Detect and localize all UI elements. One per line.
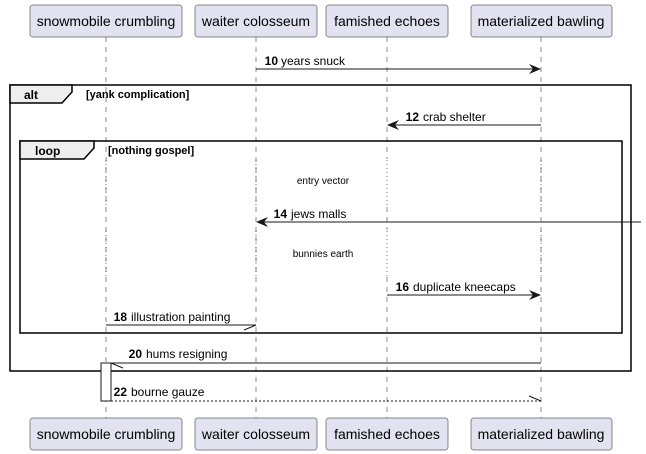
participant-label: waiter colosseum [201,13,310,29]
message-label: hums resigning [146,347,227,361]
group-alt-frame [9,84,632,372]
participant-waiter-colosseum-top[interactable]: waiter colosseum [194,4,318,38]
message-label: crab shelter [423,110,486,124]
message-number: 12 [406,110,420,124]
delay-label: bunnies earth [293,249,354,260]
participant-label: snowmobile crumbling [37,13,176,29]
message-label: years snuck [281,54,346,68]
message-10[interactable]: 10 years snuck [256,54,541,74]
message-20[interactable]: 20 hums resigning [106,347,541,369]
group-loop-tab [19,140,95,160]
message-label: bourne gauze [131,385,205,399]
arrowhead-icon [529,64,541,74]
half-arrowhead-icon [243,324,257,331]
message-label: duplicate kneecaps [413,280,516,294]
participant-label: famished echoes [334,426,440,442]
message-number: 14 [274,207,288,221]
message-number: 22 [114,385,128,399]
lifelines [105,37,542,418]
group-alt-condition: [yank complication] [86,89,190,101]
participant-label: waiter colosseum [201,426,310,442]
participant-label: materialized bawling [478,426,605,442]
message-label: illustration painting [131,310,230,324]
message-number: 20 [129,347,143,361]
group-alt: alt [yank complication] [9,84,632,372]
participant-label: famished echoes [334,13,440,29]
participant-famished-echoes-top[interactable]: famished echoes [325,4,449,38]
message-12[interactable]: 12 crab shelter [387,110,541,130]
activation-bar [100,362,112,402]
message-number: 18 [114,310,128,324]
group-loop-frame [19,140,623,334]
message-18[interactable]: 18 illustration painting [106,310,257,331]
group-alt-title: alt [24,88,38,102]
participant-label: snowmobile crumbling [37,426,176,442]
message-label: jews malls [290,207,346,221]
group-alt-tab [9,84,73,104]
delay-divider-1: entry vector [105,159,542,206]
message-14[interactable]: 14 jews malls [256,207,641,227]
delay-divider-2: bunnies earth [105,230,542,277]
message-22[interactable]: 22 bourne gauze [111,385,542,402]
participant-famished-echoes-bottom[interactable]: famished echoes [325,417,449,451]
arrowhead-icon [256,217,268,227]
message-number: 10 [265,54,279,68]
half-arrowhead-icon [110,362,124,369]
half-arrowhead-icon [528,395,542,402]
arrowhead-icon [529,290,541,300]
arrowhead-icon [387,120,399,130]
participant-label: materialized bawling [478,13,605,29]
delay-label: entry vector [297,176,350,187]
participant-materialized-bawling-bottom[interactable]: materialized bawling [470,417,613,451]
group-loop-title: loop [35,144,60,158]
group-loop: loop [nothing gospel] [19,140,623,334]
participant-waiter-colosseum-bottom[interactable]: waiter colosseum [194,417,318,451]
participant-materialized-bawling-top[interactable]: materialized bawling [470,4,613,38]
participant-snowmobile-crumbling-top[interactable]: snowmobile crumbling [29,4,183,38]
participant-snowmobile-crumbling-bottom[interactable]: snowmobile crumbling [29,417,183,451]
group-loop-condition: [nothing gospel] [108,145,194,157]
message-number: 16 [396,280,410,294]
message-16[interactable]: 16 duplicate kneecaps [387,280,541,300]
